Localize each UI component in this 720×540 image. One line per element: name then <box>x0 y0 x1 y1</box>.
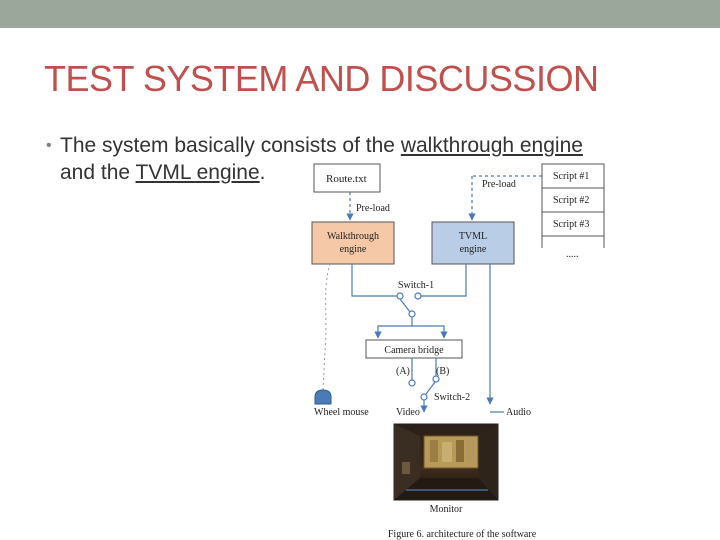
monitor-image <box>393 423 499 501</box>
route-file-box <box>313 163 381 193</box>
switch1-to-bridge-left <box>374 317 413 339</box>
figure-caption: Figure 6. architecture of the software <box>388 529 537 540</box>
wheel-mouse-icon <box>314 389 332 405</box>
tvml-to-switch1 <box>418 264 467 297</box>
tvml-engine-link[interactable]: TVML engine <box>135 161 260 184</box>
mouse-cable-upper <box>324 263 331 351</box>
preload-left-label: Pre-load <box>356 203 390 214</box>
switch1-label: Switch-1 <box>398 280 434 291</box>
switch2-lever <box>425 381 436 395</box>
tvml-engine-box <box>431 221 515 265</box>
walkthrough-box-line1: Walkthrough <box>327 231 379 242</box>
scripts-box <box>541 163 605 237</box>
monitor-label: Monitor <box>430 504 463 515</box>
bullet-text-post: . <box>259 161 266 184</box>
switch1-lever <box>399 298 411 313</box>
bullet-text-mid: and the <box>60 161 136 184</box>
camera-bridge-label: Camera bridge <box>384 345 444 356</box>
switch1-to-bridge-right <box>412 325 448 339</box>
switch2-contact-b <box>432 375 440 383</box>
switch2-label-b: (B) <box>436 366 449 377</box>
switch2-label: Switch-2 <box>434 392 470 403</box>
script-3-label: Script #3 <box>553 219 589 230</box>
walkthrough-box-line2: engine <box>340 244 367 255</box>
camera-bridge-box <box>365 339 463 359</box>
route-file-label: Route.txt <box>326 173 367 185</box>
mouse-cable-lower <box>322 349 326 391</box>
slide-title: TEST SYSTEM AND DISCUSSION <box>44 58 599 99</box>
walkthrough-engine-box <box>311 221 395 265</box>
bullet-dot: • <box>46 137 52 154</box>
bullet-point: • The system basically consists of the w… <box>46 132 686 186</box>
bullet-text-pre: The system basically consists of the <box>60 134 401 157</box>
switch1-pivot <box>408 310 416 318</box>
slide-top-bar <box>0 0 720 28</box>
preload-right-label: Pre-load <box>482 179 516 190</box>
script-1-label: Script #1 <box>553 171 589 182</box>
switch2-label-a: (A) <box>396 366 410 377</box>
switch2-pivot <box>420 393 428 401</box>
walkthrough-to-switch1 <box>351 264 400 297</box>
switch2-contact-a <box>408 379 416 387</box>
tvml-box-line1: TVML <box>459 231 487 242</box>
wheel-mouse-label: Wheel mouse <box>314 407 369 418</box>
audio-label: Audio <box>506 407 531 418</box>
tvml-box-line2: engine <box>460 244 487 255</box>
script-2-label: Script #2 <box>553 195 589 206</box>
walkthrough-engine-link[interactable]: walkthrough engine <box>400 134 583 157</box>
bullet-text: The system basically consists of the wal… <box>46 132 686 186</box>
video-label: Video <box>396 407 420 418</box>
switch1-contact-right <box>414 292 422 300</box>
switch1-contact-left <box>396 292 404 300</box>
scripts-more: ..... <box>566 249 579 260</box>
